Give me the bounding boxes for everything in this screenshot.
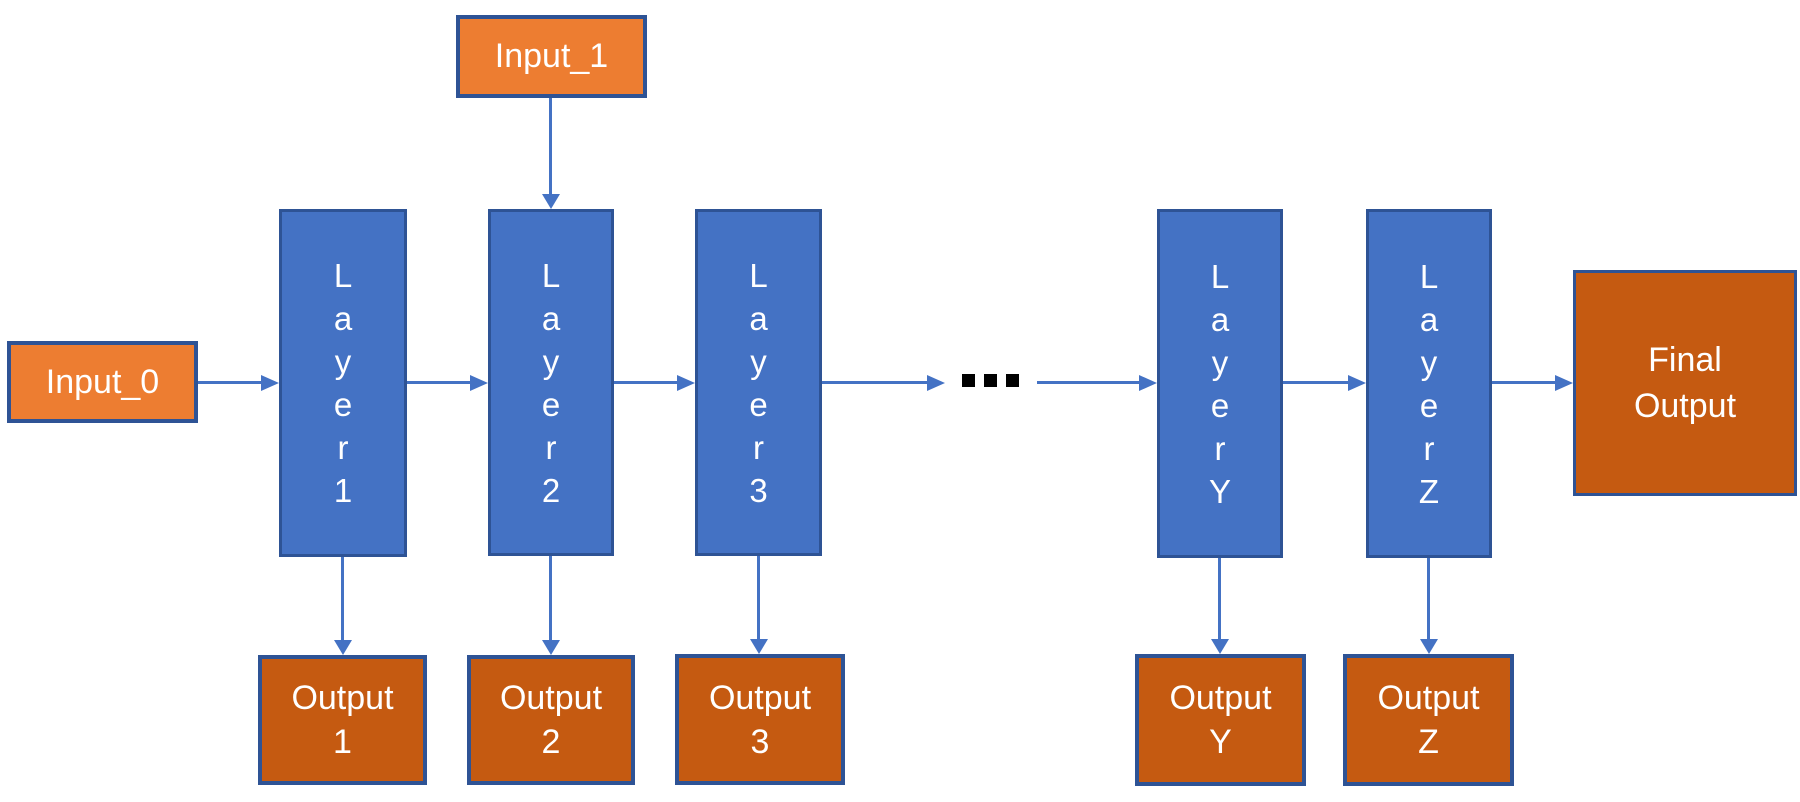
arrow-ellipsis-to-layer-y [1037, 374, 1157, 391]
arrow-input0-to-layer1 [198, 374, 279, 391]
arrow-layer3-to-ellipsis [822, 374, 945, 391]
layer-3-node: L a y e r 3 [695, 209, 822, 556]
output-y-node: Output Y [1135, 654, 1306, 786]
ellipsis-dot [1006, 374, 1019, 387]
ellipsis: ... [962, 374, 1019, 387]
layer-2-node: L a y e r 2 [488, 209, 614, 556]
arrow-layer1-to-layer2 [407, 374, 488, 391]
arrow-layer-z-to-final-output [1492, 374, 1573, 391]
final-output-node: Final Output [1573, 270, 1797, 496]
ellipsis-dot [962, 374, 975, 387]
input-0-node: Input_0 [7, 341, 198, 423]
arrow-layer3-to-output3 [749, 556, 768, 654]
arrow-layer1-to-output1 [333, 557, 352, 655]
ellipsis-dot [984, 374, 997, 387]
output-z-node: Output Z [1343, 654, 1514, 786]
arrow-input1-to-layer2 [541, 98, 560, 209]
layer-1-node: L a y e r 1 [279, 209, 407, 557]
arrow-layer-z-to-output-z [1419, 558, 1438, 654]
output-3-node: Output 3 [675, 654, 845, 785]
arrow-layer2-to-output2 [541, 556, 560, 655]
arrow-layer-y-to-layer-z [1283, 374, 1366, 391]
layer-z-node: L a y e r Z [1366, 209, 1492, 558]
input-1-node: Input_1 [456, 15, 647, 98]
output-1-node: Output 1 [258, 655, 427, 785]
layer-y-node: L a y e r Y [1157, 209, 1283, 558]
arrow-layer-y-to-output-y [1210, 558, 1229, 654]
arrow-layer2-to-layer3 [614, 374, 695, 391]
output-2-node: Output 2 [467, 655, 635, 785]
